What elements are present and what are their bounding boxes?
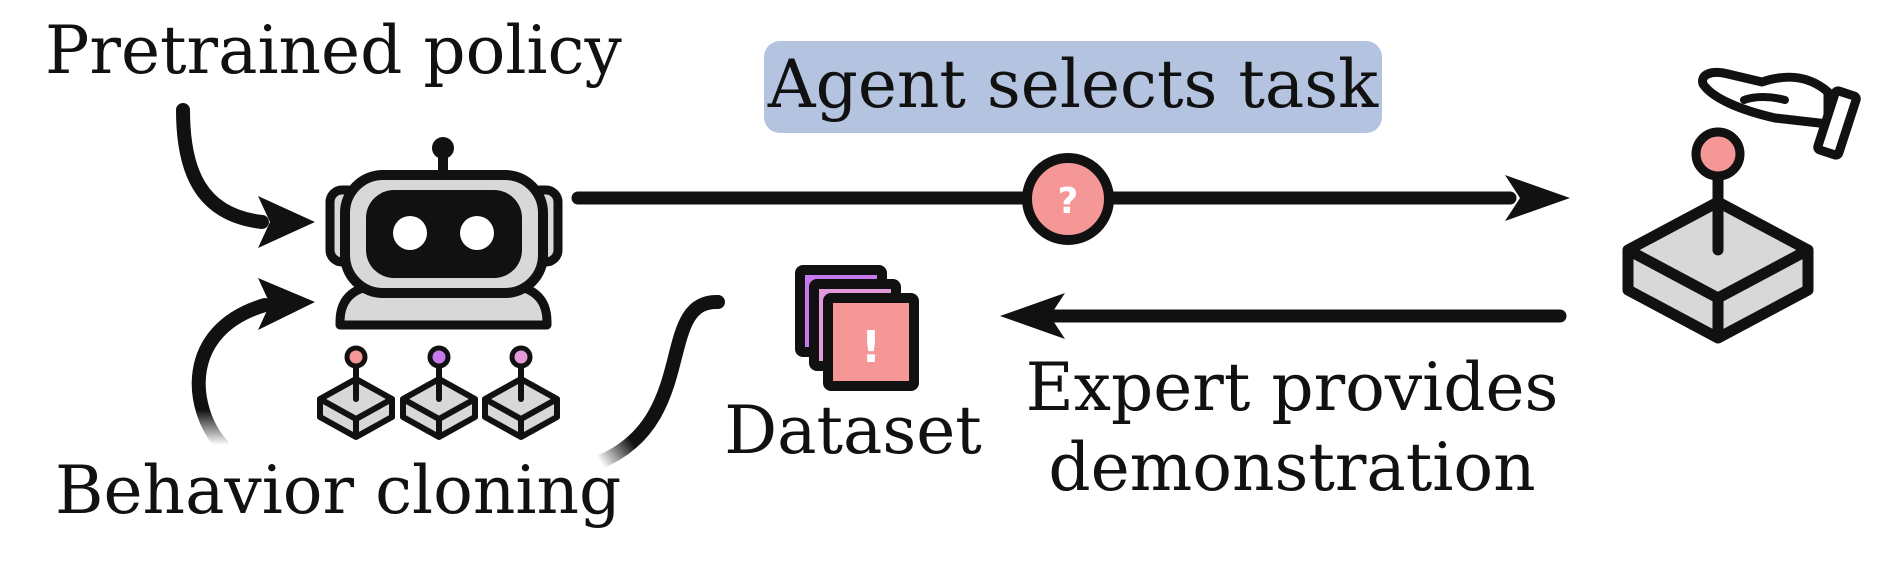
behavior-cloning-arrow [191, 278, 315, 452]
document-stack-icon: ! [795, 265, 919, 391]
task-joysticks [320, 345, 557, 437]
label-behavior-cloning: Behavior cloning [55, 452, 621, 529]
label-dataset: Dataset [724, 392, 982, 469]
label-demonstration: demonstration [1048, 429, 1535, 506]
dataset-curve [593, 294, 725, 469]
hand-icon [1698, 67, 1861, 160]
mini-joystick-icon [485, 345, 557, 437]
label-pretrained-policy: Pretrained policy [45, 12, 623, 89]
demonstration-arrow [1000, 293, 1567, 339]
joystick-icon [1622, 127, 1814, 344]
question-mark: ? [1058, 181, 1079, 222]
label-agent-selects-task: Agent selects task [767, 46, 1379, 123]
mini-joystick-icon [403, 345, 475, 437]
question-badge: ? [1022, 153, 1114, 245]
robot-icon [325, 137, 563, 330]
pretrained-arrow [176, 103, 315, 248]
task-label-box [764, 41, 1382, 133]
mini-joystick-icon [320, 345, 392, 437]
alert-mark: ! [861, 322, 881, 373]
label-expert-provides: Expert provides [1026, 349, 1559, 426]
